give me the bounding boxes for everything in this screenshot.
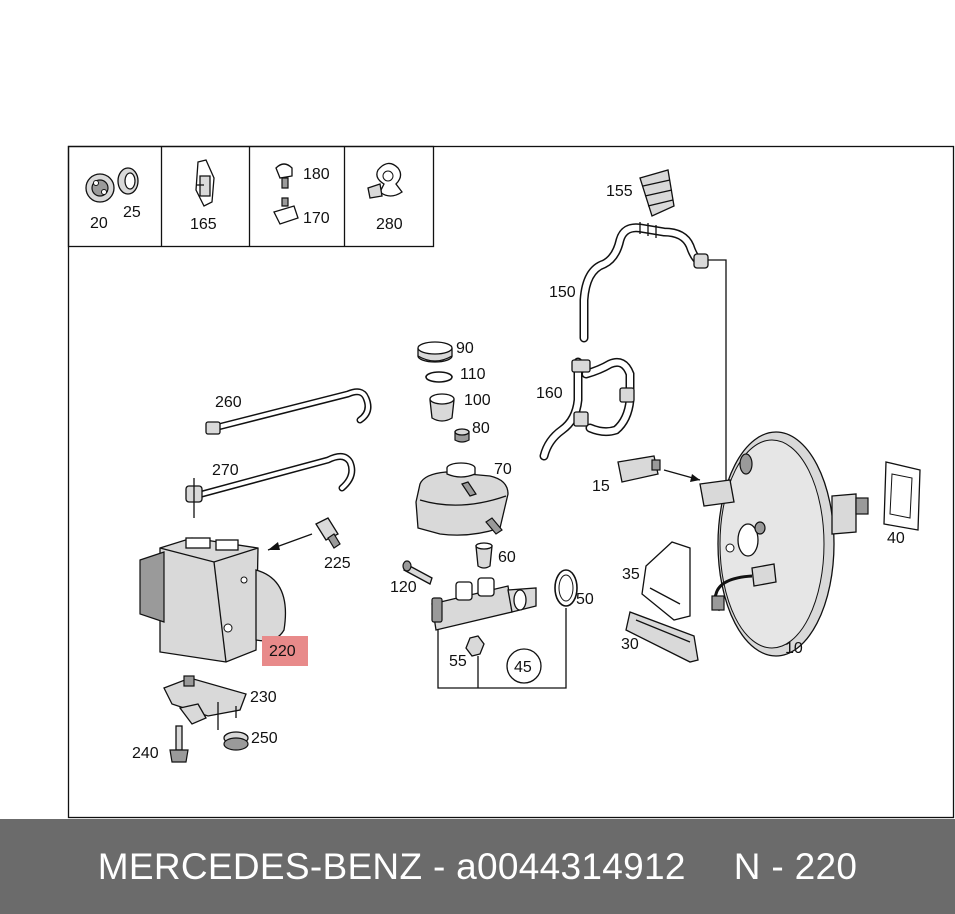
part-280-clamp-icon bbox=[367, 162, 403, 199]
part-270-brake-line-icon bbox=[185, 453, 356, 518]
label-40: 40 bbox=[887, 530, 905, 547]
label-100: 100 bbox=[464, 392, 491, 409]
label-20: 20 bbox=[90, 215, 108, 232]
part-20-plug-icon bbox=[85, 173, 115, 203]
label-25: 25 bbox=[123, 204, 141, 221]
label-150: 150 bbox=[549, 284, 576, 301]
label-35: 35 bbox=[622, 566, 640, 583]
label-230: 230 bbox=[250, 689, 277, 706]
diagram-frame bbox=[67, 145, 955, 819]
footer-part-number: a0044314912 bbox=[456, 845, 686, 887]
part-180-clip-icon bbox=[275, 163, 293, 189]
part-110-seal-icon bbox=[425, 371, 453, 383]
part-90-reservoir-cap-icon bbox=[417, 341, 453, 363]
label-225: 225 bbox=[324, 555, 351, 572]
part-30-sensor-icon bbox=[625, 611, 699, 663]
label-15: 15 bbox=[592, 478, 610, 495]
part-45-master-cylinder-icon bbox=[431, 577, 537, 631]
part-225-pressure-sensor-icon bbox=[315, 517, 341, 549]
part-50-o-ring-icon bbox=[554, 569, 578, 607]
part-250-grommet-icon bbox=[223, 731, 249, 751]
part-220-hydraulic-unit-icon bbox=[139, 537, 287, 663]
label-80: 80 bbox=[472, 420, 490, 437]
label-10: 10 bbox=[785, 640, 803, 657]
part-55-nut-icon bbox=[465, 635, 485, 657]
footer-position: N - 220 bbox=[733, 845, 858, 887]
label-170: 170 bbox=[303, 210, 330, 227]
label-50: 50 bbox=[576, 591, 594, 608]
label-90: 90 bbox=[456, 340, 474, 357]
part-150-vacuum-hose-icon bbox=[579, 222, 727, 496]
label-160: 160 bbox=[536, 385, 563, 402]
part-10-brake-booster-icon bbox=[699, 431, 869, 657]
part-160-hose-assembly-icon bbox=[539, 357, 635, 461]
label-220: 220 bbox=[269, 643, 296, 660]
part-230-bracket-icon bbox=[163, 675, 247, 730]
part-240-bolt-icon bbox=[169, 725, 189, 763]
group-45-bracket bbox=[437, 608, 567, 689]
part-60-plug-icon bbox=[475, 542, 493, 569]
label-270: 270 bbox=[212, 462, 239, 479]
label-155: 155 bbox=[606, 183, 633, 200]
small-parts-table bbox=[67, 145, 435, 248]
part-260-brake-line-icon bbox=[205, 388, 372, 435]
part-25-ring-icon bbox=[117, 167, 139, 195]
label-240: 240 bbox=[132, 745, 159, 762]
part-40-gasket-icon bbox=[883, 461, 921, 531]
part-170-clip-icon bbox=[273, 197, 299, 225]
part-120-screw-icon bbox=[402, 560, 433, 585]
part-80-cap-icon bbox=[454, 428, 470, 443]
part-35-bracket-icon bbox=[641, 541, 691, 621]
label-165: 165 bbox=[190, 216, 217, 233]
label-280: 280 bbox=[376, 216, 403, 233]
label-180: 180 bbox=[303, 166, 330, 183]
part-15-vacuum-sensor-icon bbox=[617, 455, 661, 483]
label-45: 45 bbox=[514, 659, 532, 676]
label-70: 70 bbox=[494, 461, 512, 478]
footer-caption: MERCEDES-BENZ - a0044314912 N - 220 bbox=[0, 819, 955, 914]
part-155-boot-icon bbox=[639, 169, 675, 217]
label-55: 55 bbox=[449, 653, 467, 670]
footer-separator: - bbox=[422, 845, 457, 887]
label-120: 120 bbox=[390, 579, 417, 596]
label-60: 60 bbox=[498, 549, 516, 566]
label-260: 260 bbox=[215, 394, 242, 411]
part-100-strainer-icon bbox=[429, 393, 455, 422]
label-250: 250 bbox=[251, 730, 278, 747]
part-165-clip-icon bbox=[195, 159, 215, 207]
footer-brand: MERCEDES-BENZ bbox=[97, 845, 423, 887]
label-110: 110 bbox=[460, 366, 486, 383]
label-30: 30 bbox=[621, 636, 639, 653]
highlight-220 bbox=[262, 636, 308, 666]
part-70-reservoir-icon bbox=[415, 462, 509, 536]
